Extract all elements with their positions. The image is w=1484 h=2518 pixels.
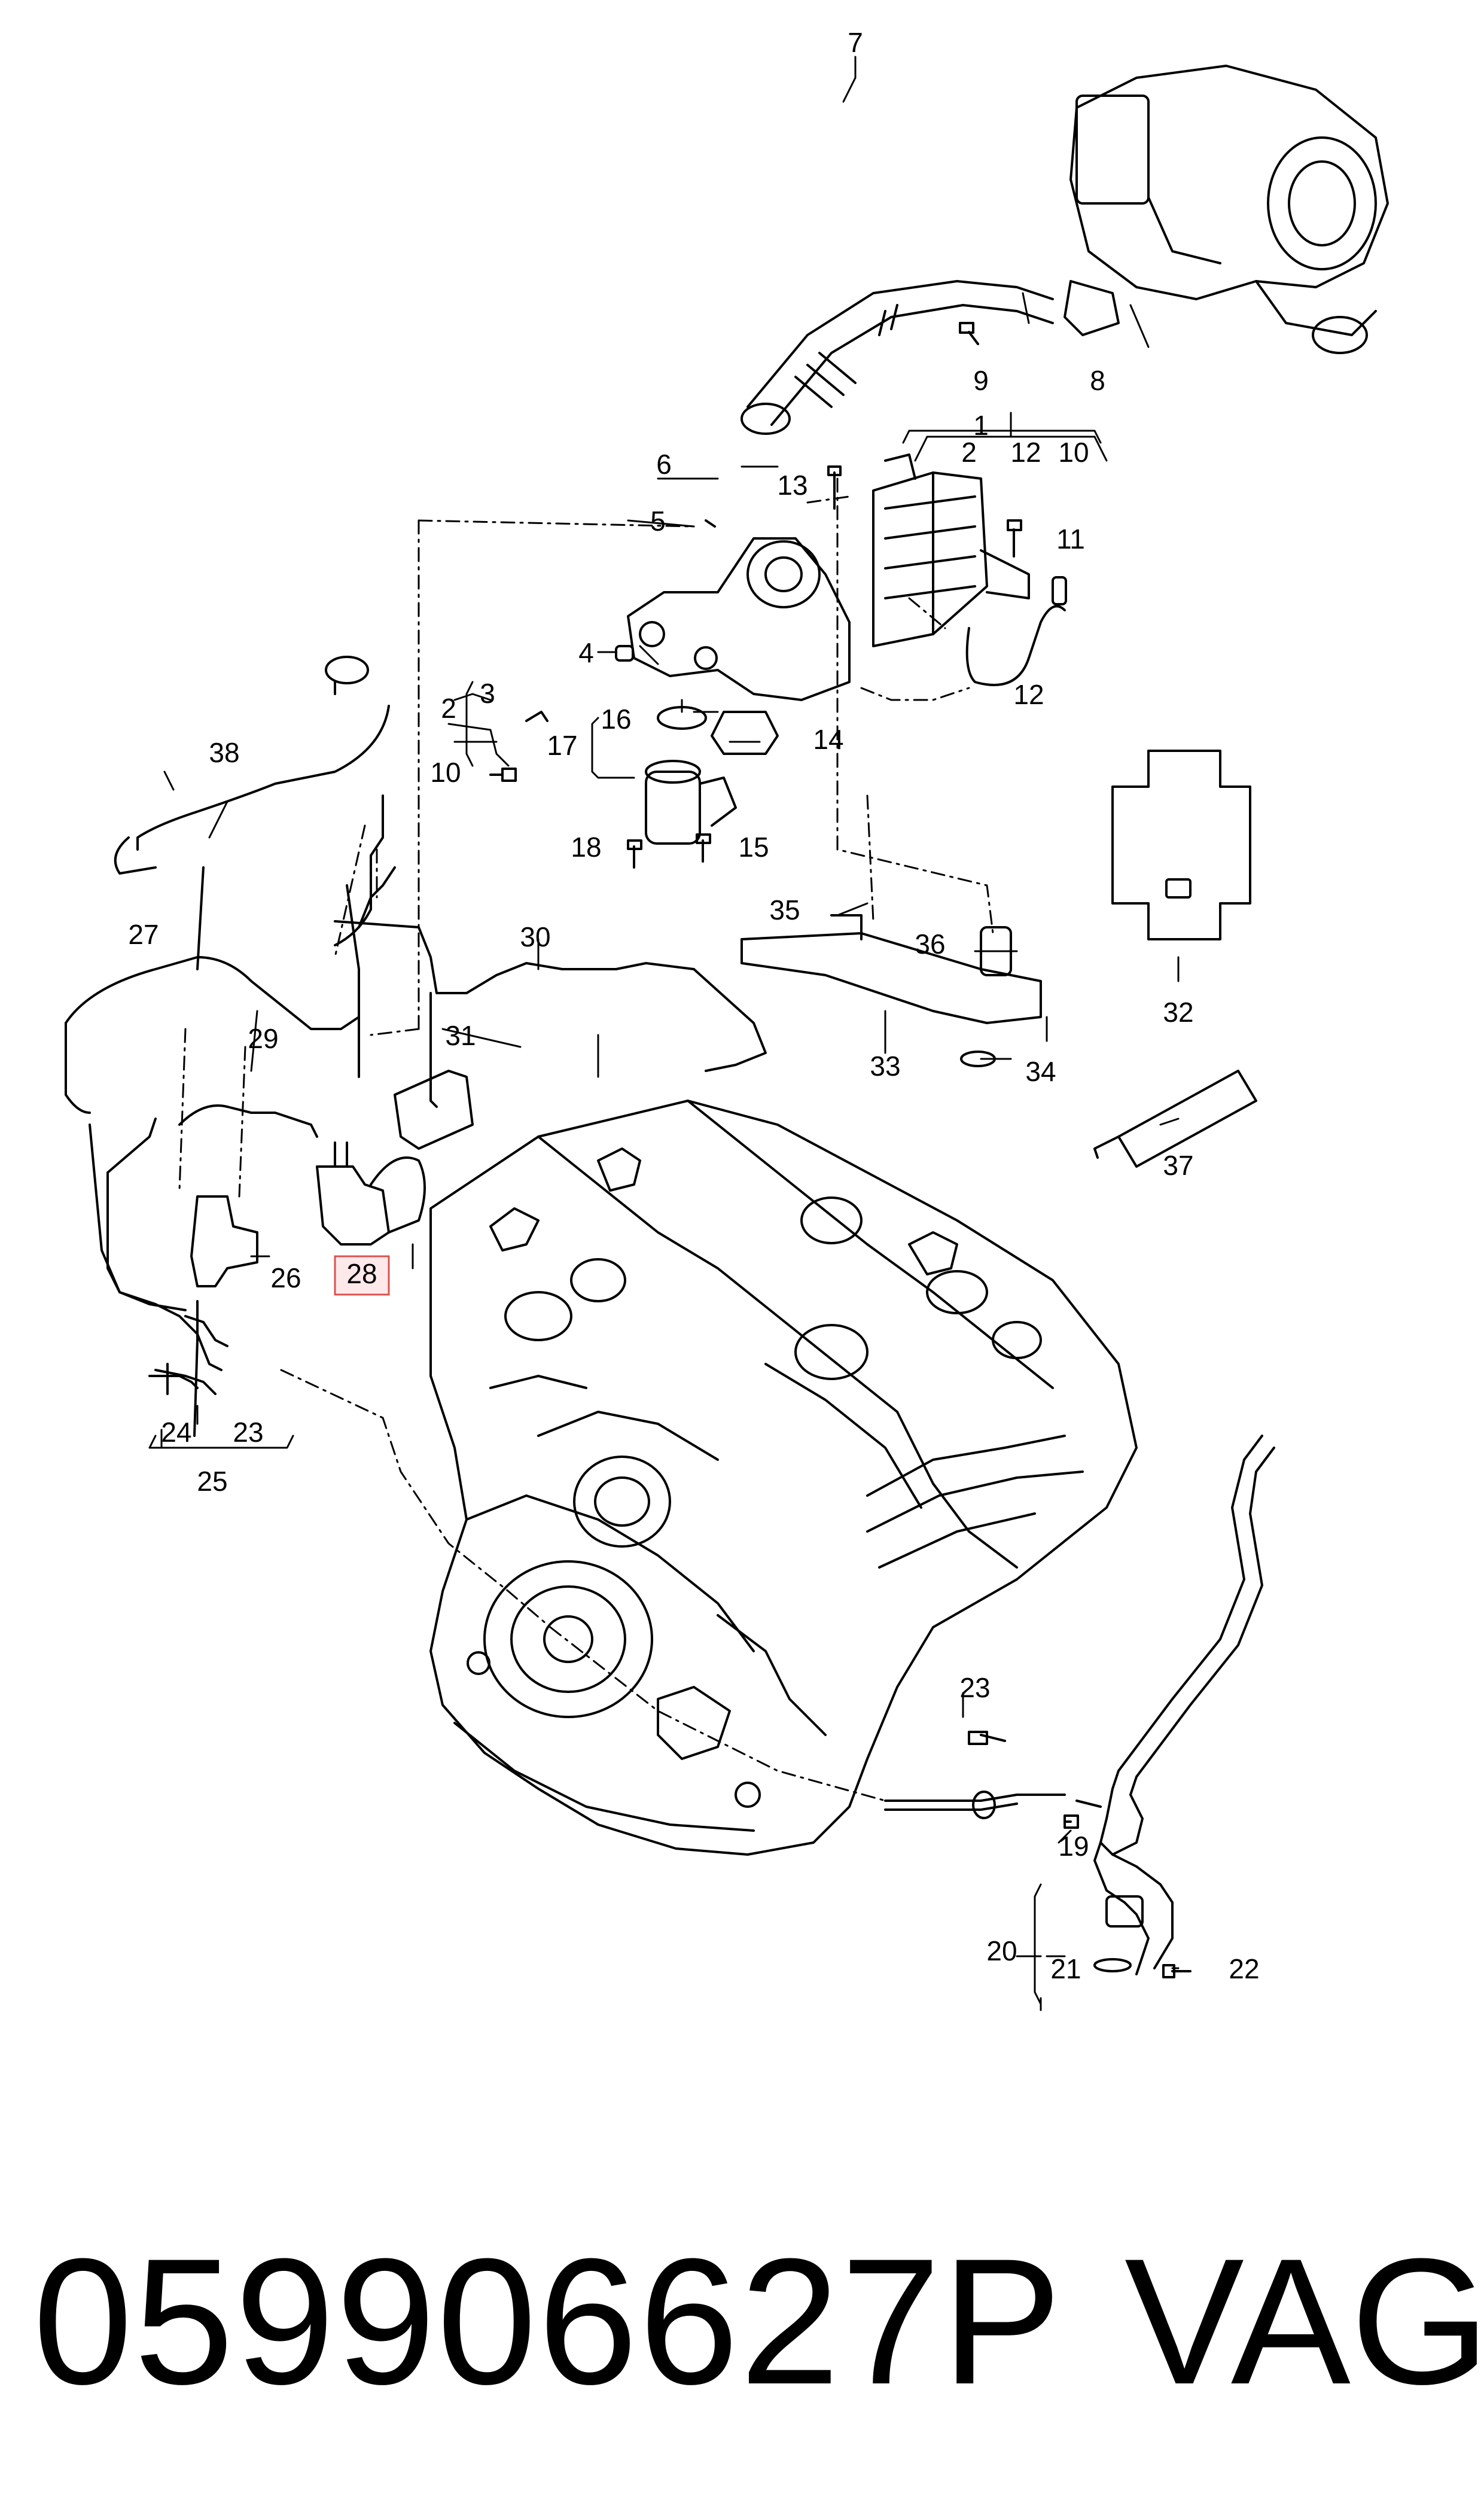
leader-lines	[148, 56, 1180, 2005]
callout-2[interactable]: 2	[441, 693, 456, 724]
callout-25[interactable]: 25	[197, 1466, 227, 1497]
callout-26[interactable]: 26	[270, 1262, 301, 1293]
bracket-drawing	[741, 914, 1042, 1067]
turbocharger-drawing	[1069, 65, 1389, 354]
callout-19[interactable]: 19	[1058, 1831, 1089, 1862]
dashed-assembly-lines	[178, 477, 1042, 2011]
callout-29[interactable]: 29	[248, 1023, 278, 1054]
callout-14[interactable]: 14	[813, 724, 843, 755]
egr-pipe-drawing	[741, 280, 1120, 435]
brand-name: VAG	[1125, 2221, 1484, 2422]
callout-4[interactable]: 4	[578, 637, 594, 668]
highlighted-callout-box	[334, 1255, 390, 1296]
solenoid-valve-drawing	[190, 1070, 474, 1287]
callout-28-highlighted[interactable]: 28	[346, 1258, 377, 1289]
callout-1-2[interactable]: 2	[961, 437, 977, 468]
t-connector-drawing	[148, 1315, 228, 1395]
callout-33[interactable]: 33	[870, 1051, 900, 1082]
callout-6[interactable]: 6	[656, 449, 672, 480]
callout-10[interactable]: 10	[430, 757, 461, 788]
callout-35[interactable]: 35	[769, 894, 800, 925]
callout-30[interactable]: 30	[520, 921, 550, 952]
callout-38[interactable]: 38	[209, 737, 239, 768]
callout-12[interactable]: 12	[1013, 679, 1044, 710]
callout-13[interactable]: 13	[777, 470, 807, 501]
callout-37[interactable]: 37	[1163, 1150, 1193, 1181]
callout-23-lower[interactable]: 23	[959, 1672, 990, 1703]
callout-1-12[interactable]: 12	[1010, 437, 1041, 468]
part-number: 059906627P	[33, 2221, 1063, 2422]
callout-18[interactable]: 18	[571, 832, 601, 863]
callout-36[interactable]: 36	[915, 928, 945, 960]
callout-7[interactable]: 7	[848, 27, 863, 58]
callout-5[interactable]: 5	[650, 506, 666, 537]
egr-cooler-drawing	[872, 453, 1030, 647]
callout-34[interactable]: 34	[1025, 1056, 1056, 1087]
heat-shield-drawing	[1111, 750, 1251, 940]
callout-1-10[interactable]: 10	[1058, 437, 1089, 468]
callout-20[interactable]: 20	[986, 1935, 1017, 1966]
callout-31[interactable]: 31	[445, 1020, 476, 1051]
callout-27[interactable]: 27	[128, 919, 159, 950]
egr-thermostat-drawing	[645, 706, 737, 845]
callout-22[interactable]: 22	[1229, 1953, 1259, 1984]
fasteners-drawing	[489, 322, 1192, 1978]
callout-8[interactable]: 8	[1090, 365, 1105, 396]
egr-valve-drawing	[627, 537, 851, 755]
callout-1[interactable]: 1	[973, 410, 989, 441]
callout-17[interactable]: 17	[547, 730, 577, 761]
vacuum-hoses-drawing	[65, 656, 767, 1437]
parts-diagram: 7 1 2 12 10 9 8 6 13 11 5 4 3 2 16 17 14…	[65, 27, 1389, 2011]
callout-32[interactable]: 32	[1163, 997, 1193, 1028]
engine-drawing	[429, 1100, 1138, 1856]
callout-16[interactable]: 16	[601, 704, 631, 735]
callout-9[interactable]: 9	[973, 365, 989, 396]
callout-23[interactable]: 23	[233, 1417, 263, 1448]
coolant-hose-drawing	[884, 1435, 1275, 1975]
sensor-wire-drawing	[965, 576, 1067, 686]
sealant-tube-drawing	[1093, 1070, 1257, 1168]
callout-24[interactable]: 24	[161, 1417, 191, 1448]
callout-3[interactable]: 3	[480, 678, 495, 709]
callout-11[interactable]: 11	[1056, 523, 1085, 555]
callout-15[interactable]: 15	[738, 832, 769, 863]
callout-21[interactable]: 21	[1050, 1953, 1081, 1984]
